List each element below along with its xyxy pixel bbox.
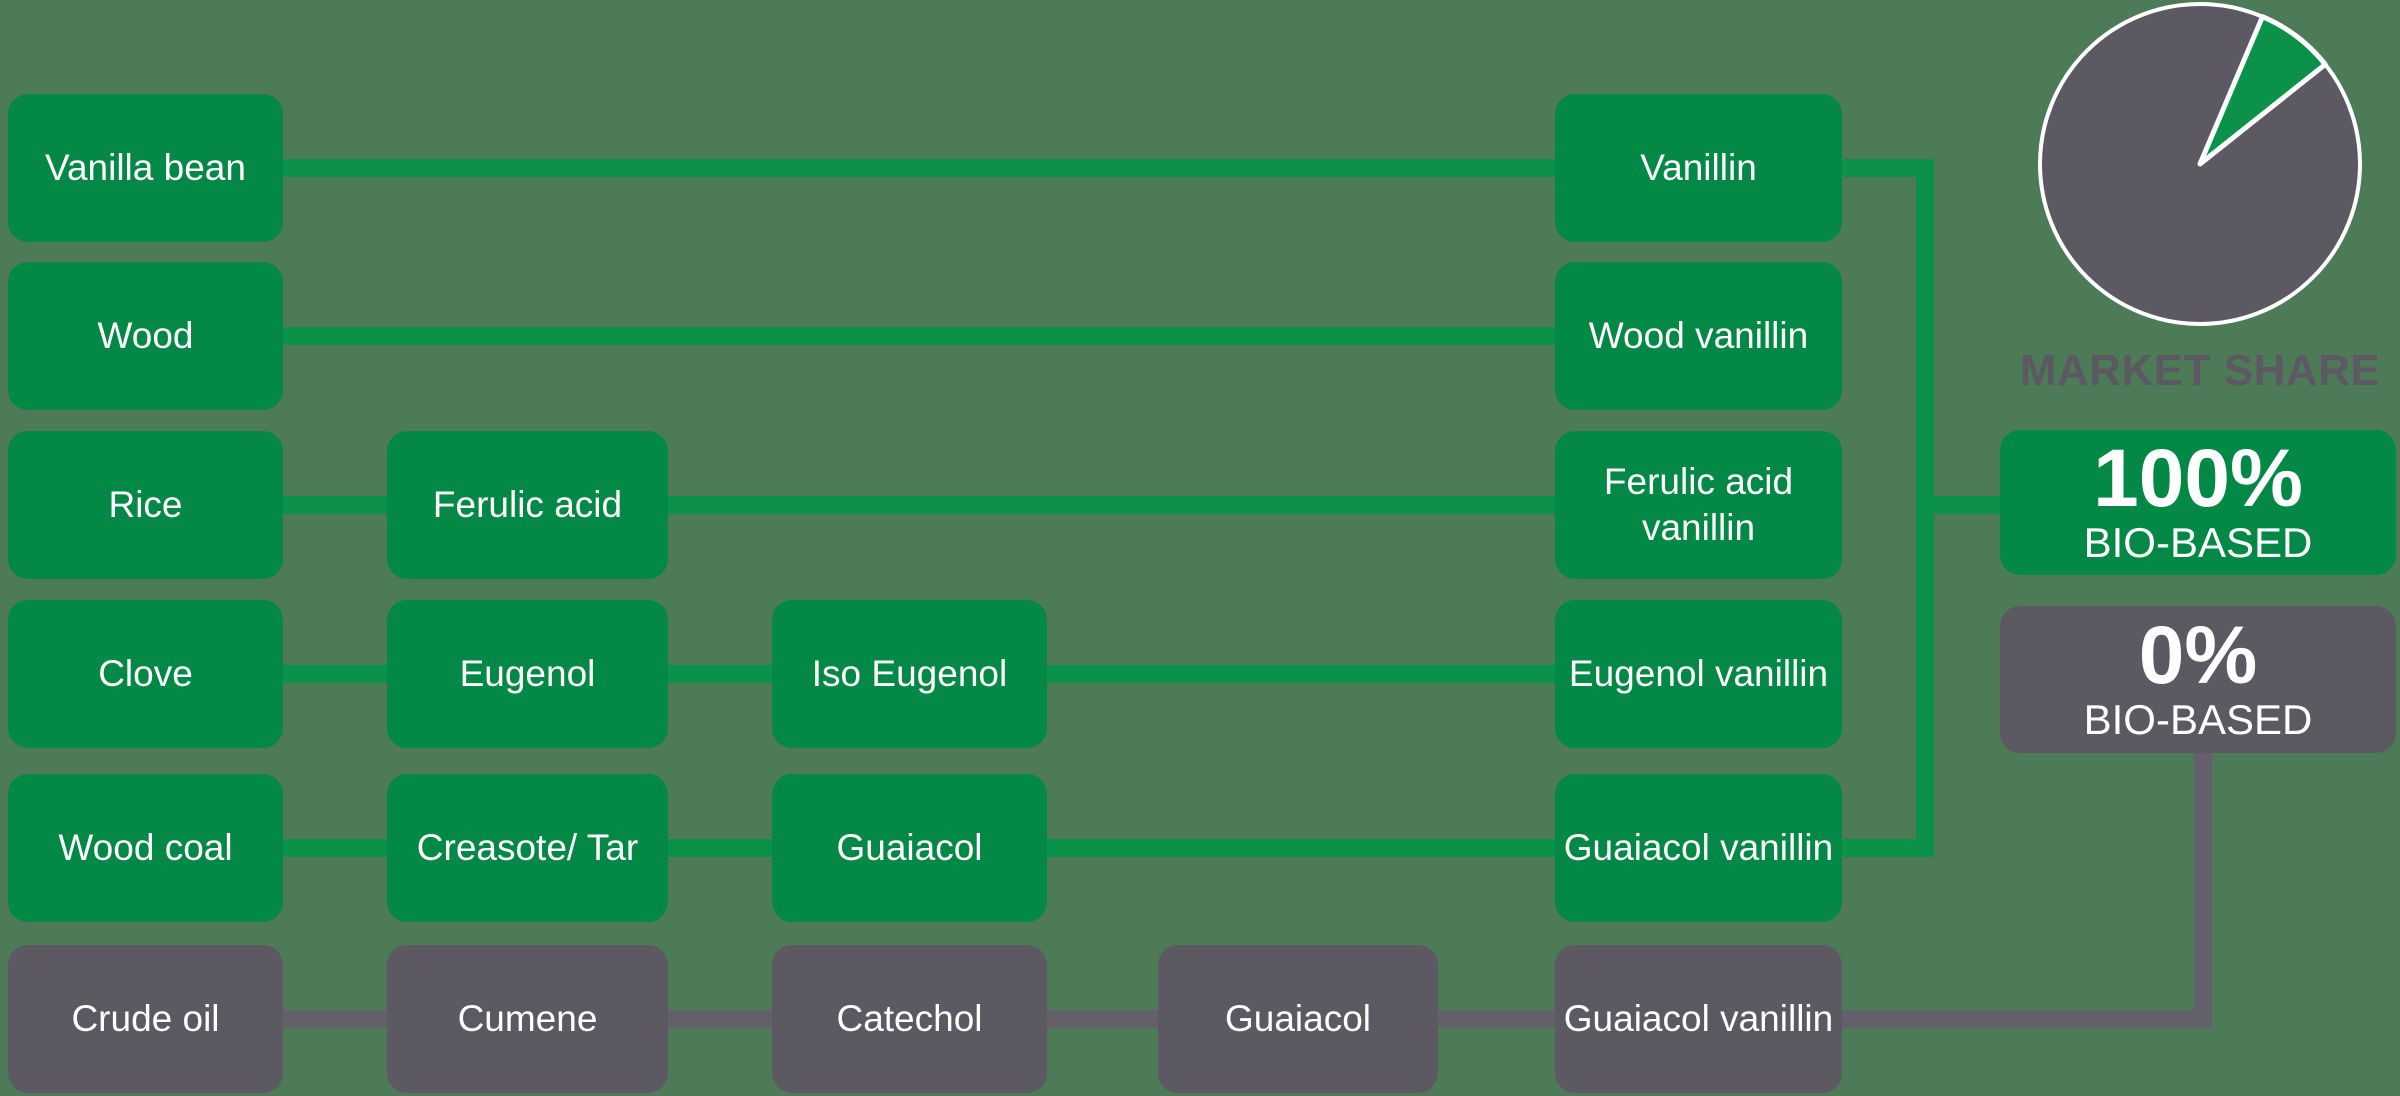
connector-guaiacol-guaiacol-vanillin (1047, 839, 1555, 857)
collector-vertical-gray (2194, 752, 2212, 1028)
node-crude-oil: Crude oil (8, 945, 283, 1093)
connector-wood-coal-creasote-tar (283, 839, 387, 857)
node-label: Crude oil (71, 997, 220, 1039)
node-wood: Wood (8, 262, 283, 410)
bio-based-share-badge: 100% BIO-BASED (2000, 430, 2396, 575)
node-eugenol-vanillin: Eugenol vanillin (1555, 600, 1842, 748)
node-label: Ferulic acid (432, 483, 623, 525)
node-guaiacol-bio: Guaiacol (772, 774, 1047, 922)
connector-catechol-guaiacol (1047, 1010, 1158, 1028)
node-label: Vanilla bean (45, 146, 246, 188)
connector-wood-wood-vanillin (283, 327, 1555, 345)
node-label: Eugenol vanillin (1568, 652, 1829, 694)
synthetic-label: BIO-BASED (2083, 696, 2313, 744)
node-label: Vanillin (1640, 146, 1757, 188)
node-guaiacol-syn: Guaiacol (1158, 945, 1438, 1093)
node-ferulic-acid: Ferulic acid (387, 431, 668, 579)
node-label: Guaiacol (836, 826, 983, 868)
connector-guaiacol-guaiacol-vanillin-syn (1438, 1010, 1555, 1028)
connector-cumene-catechol (668, 1010, 772, 1028)
node-clove: Clove (8, 600, 283, 748)
node-label: Rice (108, 483, 183, 525)
bio-based-label: BIO-BASED (2083, 519, 2313, 567)
node-label: Ferulic acid vanillin (1603, 460, 1794, 548)
connector-crude-oil-cumene (283, 1010, 387, 1028)
node-rice: Rice (8, 431, 283, 579)
connector-vanillin-collector (1842, 159, 1934, 177)
node-label: Guaiacol vanillin (1563, 997, 1834, 1039)
node-label: Iso Eugenol (811, 652, 1008, 694)
node-vanilla-bean: Vanilla bean (8, 94, 283, 242)
node-label: Cumene (457, 997, 598, 1039)
connector-guaiacol-vanillin-collector (1842, 839, 1934, 857)
pie-slice-bio-based (2197, 14, 2328, 167)
node-wood-vanillin: Wood vanillin (1555, 262, 1842, 410)
node-cumene: Cumene (387, 945, 668, 1093)
node-ferulic-acid-vanillin: Ferulic acid vanillin (1555, 431, 1842, 579)
node-label: Guaiacol vanillin (1563, 826, 1834, 868)
node-catechol: Catechol (772, 945, 1047, 1093)
node-label: Wood vanillin (1588, 314, 1809, 356)
node-wood-coal: Wood coal (8, 774, 283, 922)
node-label: Catechol (836, 997, 983, 1039)
node-iso-eugenol: Iso Eugenol (772, 600, 1047, 748)
connector-clove-eugenol (283, 665, 387, 683)
node-guaiacol-vanillin-bio: Guaiacol vanillin (1555, 774, 1842, 922)
connector-eugenol-iso-eugenol (668, 665, 772, 683)
synthetic-percent: 0% (2138, 610, 2258, 702)
node-label: Wood coal (58, 826, 233, 868)
connector-creasote-tar-guaiacol (668, 839, 772, 857)
market-share-title: MARKET SHARE (2019, 346, 2381, 395)
node-label: Wood (97, 314, 194, 356)
collector-vertical-green (1916, 159, 1934, 857)
connector-rice-ferulic-acid (283, 496, 387, 514)
node-label: Clove (98, 652, 193, 694)
node-creasote-tar: Creasote/ Tar (387, 774, 668, 922)
node-label: Guaiacol (1224, 997, 1372, 1039)
synthetic-share-badge: 0% BIO-BASED (2000, 606, 2396, 753)
market-share-pie-chart (2038, 2, 2362, 326)
connector-guaiacol-vanillin-syn-collector (1842, 1010, 2212, 1028)
connector-vanilla-bean-vanillin (283, 159, 1555, 177)
node-vanillin: Vanillin (1555, 94, 1842, 242)
node-eugenol: Eugenol (387, 600, 668, 748)
connector-iso-eugenol-eugenol-vanillin (1047, 665, 1555, 683)
node-label: Eugenol (459, 652, 596, 694)
connector-collector-bio-badge (1934, 496, 2002, 514)
connector-ferulic-acid-ferulic-acid-vanillin (668, 496, 1555, 514)
bio-based-percent: 100% (2093, 433, 2303, 525)
node-label: Creasote/ Tar (416, 826, 639, 868)
node-guaiacol-vanillin-syn: Guaiacol vanillin (1555, 945, 1842, 1093)
